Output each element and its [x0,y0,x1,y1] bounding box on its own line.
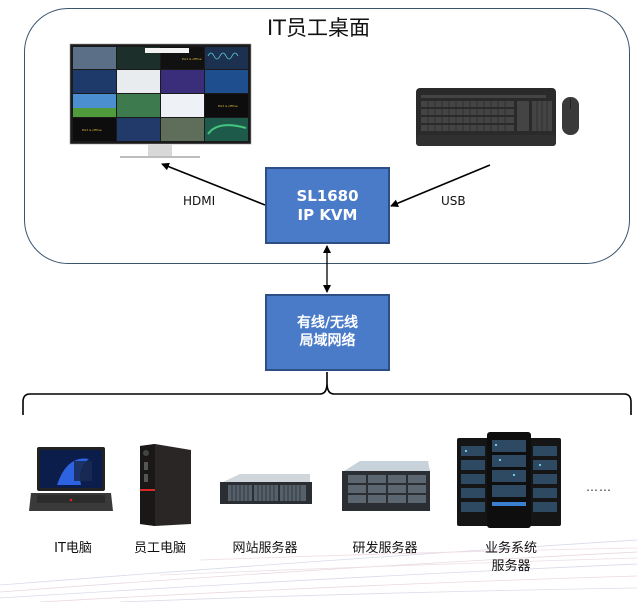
network-line2: 局域网络 [299,332,356,349]
rack-server-2u-icon [220,474,312,504]
network-box: 有线/无线 局域网络 [265,294,390,371]
server-cabinet-icon [457,432,561,528]
business-server-line1: 业务系统 [484,541,537,556]
usb-arrow [390,164,491,208]
laptop-icon [29,447,113,511]
svg-text:Port is offline: Port is offline [182,57,202,61]
device-label-web-server: 网站服务器 [232,541,298,556]
kvm-box: SL1680 IP KVM [265,167,390,244]
desk-title: IT员工桌面 [266,16,371,40]
monitor-icon: Port is offline Port is offline Port is … [69,43,252,158]
device-label-rd-server: 研发服务器 [352,541,418,556]
hdmi-arrow [161,162,266,206]
business-server-line2: 服务器 [491,559,531,575]
rack-server-4u-icon [342,461,430,511]
hdmi-label: HDMI [183,194,216,208]
keyboard-mouse-icon [416,88,579,146]
device-label-employee-pc: 员工电脑 [133,541,186,556]
svg-text:Port is offline: Port is offline [82,128,102,132]
device-brace [22,372,632,415]
kvm-type: IP KVM [297,205,358,224]
more-devices-ellipsis: …… [586,480,612,494]
device-label-business-server: 业务系统 服务器 [466,540,556,576]
svg-text:Port is offline: Port is offline [218,104,238,108]
device-label-it-pc: IT电脑 [54,541,92,556]
kvm-model: SL1680 [296,186,359,205]
usb-label: USB [441,194,466,208]
mini-pc-icon [140,444,191,526]
network-line1: 有线/无线 [296,315,359,331]
